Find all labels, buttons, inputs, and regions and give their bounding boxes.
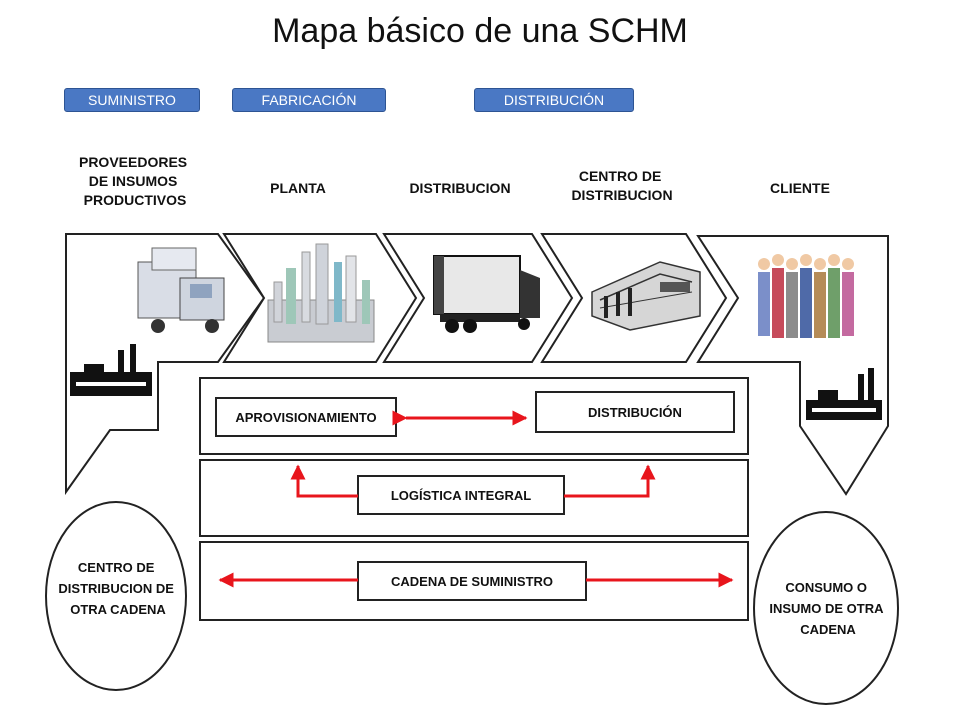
trailer-truck-icon (433, 255, 540, 333)
stage-label-centro-distribucion: CENTRO DE DISTRIBUCION (571, 168, 672, 203)
stage-label-planta: PLANTA (270, 180, 326, 196)
distribucion-box (535, 391, 735, 433)
right-circle-label: CONSUMO O INSUMO DE OTRA CADENA (769, 580, 886, 637)
logistica-right-up-arrow (564, 464, 656, 498)
left-circle-label: CENTRO DE DISTRIBUCION DE OTRA CADENA (58, 560, 177, 617)
stage-label-proveedores: PROVEEDORES DE INSUMOS PRODUCTIVOS (79, 154, 191, 208)
right-circle (753, 511, 899, 705)
people-group-icon (758, 254, 854, 338)
stage-tag-fabricacion: FABRICACIÓN (232, 88, 386, 112)
factory-plant-icon (267, 243, 375, 343)
small-factory-icon-right (806, 368, 882, 420)
page-title: Mapa básico de una SCHM (272, 12, 688, 50)
logistica-integral-label: LOGÍSTICA INTEGRAL (391, 488, 531, 503)
stage-label-distribucion: DISTRIBUCION (409, 180, 510, 196)
stage-tag-distribucion: DISTRIBUCIÓN (474, 88, 634, 112)
small-factory-icon-left (70, 344, 152, 396)
logistica-integral-box (357, 475, 565, 515)
aprovisionamiento-label: APROVISIONAMIENTO (235, 410, 376, 425)
stage-tag-suministro: SUMINISTRO (64, 88, 200, 112)
logistica-left-up-arrow (290, 464, 358, 498)
truck-icon (137, 247, 225, 333)
left-circle (45, 501, 187, 691)
warehouse-icon (591, 261, 701, 331)
distribucion-label: DISTRIBUCIÓN (588, 405, 682, 420)
stage-label-cliente: CLIENTE (770, 180, 830, 196)
cadena-suministro-label: CADENA DE SUMINISTRO (391, 574, 553, 589)
stage-banner-cliente (696, 235, 889, 496)
aprovisionamiento-box (215, 397, 397, 437)
